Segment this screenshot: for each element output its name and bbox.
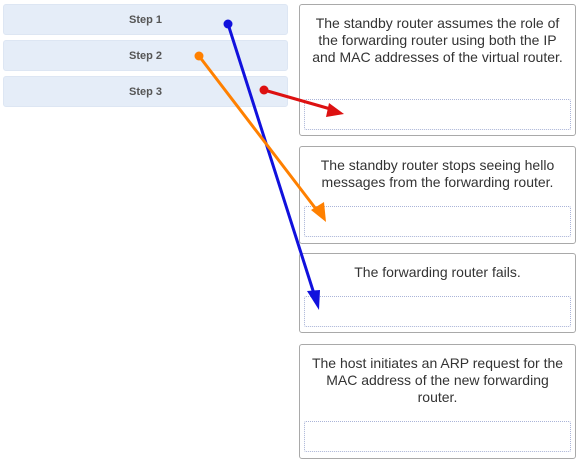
target-card-4: The host initiates an ARP request for th… — [299, 344, 576, 459]
step-3-draggable[interactable]: Step 3 — [3, 76, 288, 107]
step-1-draggable[interactable]: Step 1 — [3, 4, 288, 35]
target-card-3-text: The forwarding router fails. — [354, 264, 521, 280]
target-card-1-text: The standby router assumes the role of t… — [312, 15, 563, 65]
step-3-label: Step 3 — [128, 85, 162, 98]
target-card-3: The forwarding router fails. — [299, 253, 576, 333]
target-card-1-dropzone[interactable] — [304, 99, 571, 130]
target-card-1: The standby router assumes the role of t… — [299, 4, 576, 136]
target-card-2-dropzone[interactable] — [304, 206, 571, 237]
target-card-4-dropzone[interactable] — [304, 421, 571, 452]
target-card-3-dropzone[interactable] — [304, 296, 571, 327]
step-1-label: Step 1 — [128, 13, 162, 26]
step-2-label: Step 2 — [128, 49, 162, 62]
step-2-draggable[interactable]: Step 2 — [3, 40, 288, 71]
target-card-4-text: The host initiates an ARP request for th… — [311, 355, 564, 405]
target-card-2: The standby router stops seeing hello me… — [299, 146, 576, 244]
target-card-2-text: The standby router stops seeing hello me… — [320, 157, 555, 190]
